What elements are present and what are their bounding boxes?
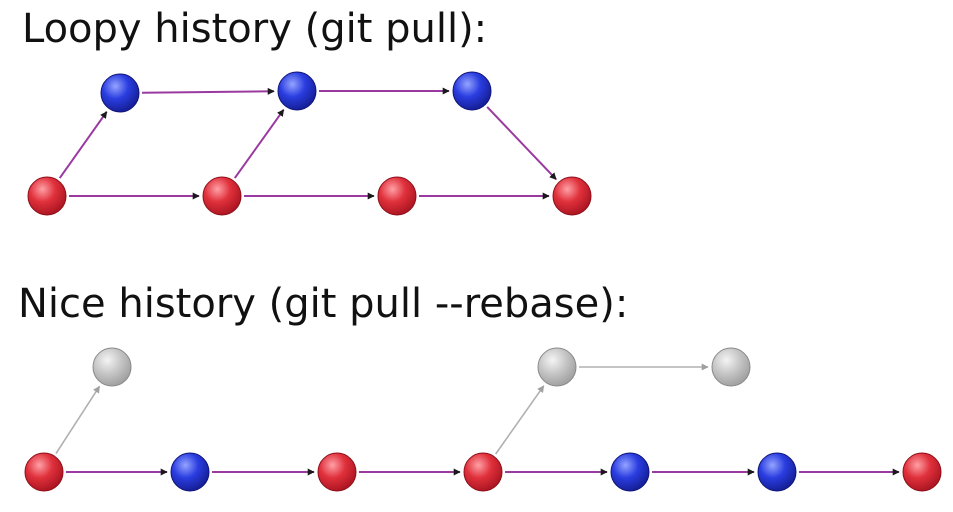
edge-N1-to-G1: [55, 385, 101, 454]
commit-node-red-n4: [463, 452, 503, 492]
commit-node-blue-n6: [757, 452, 797, 492]
commit-node-blue-l4: [277, 71, 317, 111]
loopy-history-edges: [58, 87, 557, 200]
commit-node-blue-n5: [610, 452, 650, 492]
commit-node-gray-g1: [92, 347, 132, 387]
commit-node-red-l1: [27, 176, 67, 216]
commit-node-red-n7: [902, 452, 942, 492]
commit-node-gray-g3: [711, 347, 751, 387]
commit-node-red-l5: [377, 176, 417, 216]
commit-node-gray-g2: [537, 347, 577, 387]
nice-history-title: Nice history (git pull --rebase):: [18, 281, 628, 327]
nice-history-commits: [24, 347, 942, 492]
commit-node-blue-l6: [452, 71, 492, 111]
commit-node-blue-n2: [170, 452, 210, 492]
commit-node-red-n3: [317, 452, 357, 492]
edge-L1-to-L2: [58, 111, 108, 179]
loopy-history-commits: [27, 71, 592, 216]
commit-node-red-l7: [552, 176, 592, 216]
commit-node-blue-l2: [100, 73, 140, 113]
nice-history-edges: [55, 363, 900, 476]
commit-node-red-n1: [24, 452, 64, 492]
loopy-history-title: Loopy history (git pull):: [22, 6, 487, 52]
edge-L2-to-L4: [141, 87, 275, 95]
edge-L6-to-L7: [486, 106, 557, 181]
edge-L3-to-L4: [233, 109, 285, 179]
commit-node-red-l3: [202, 176, 242, 216]
edge-N4-to-G2: [495, 385, 545, 455]
